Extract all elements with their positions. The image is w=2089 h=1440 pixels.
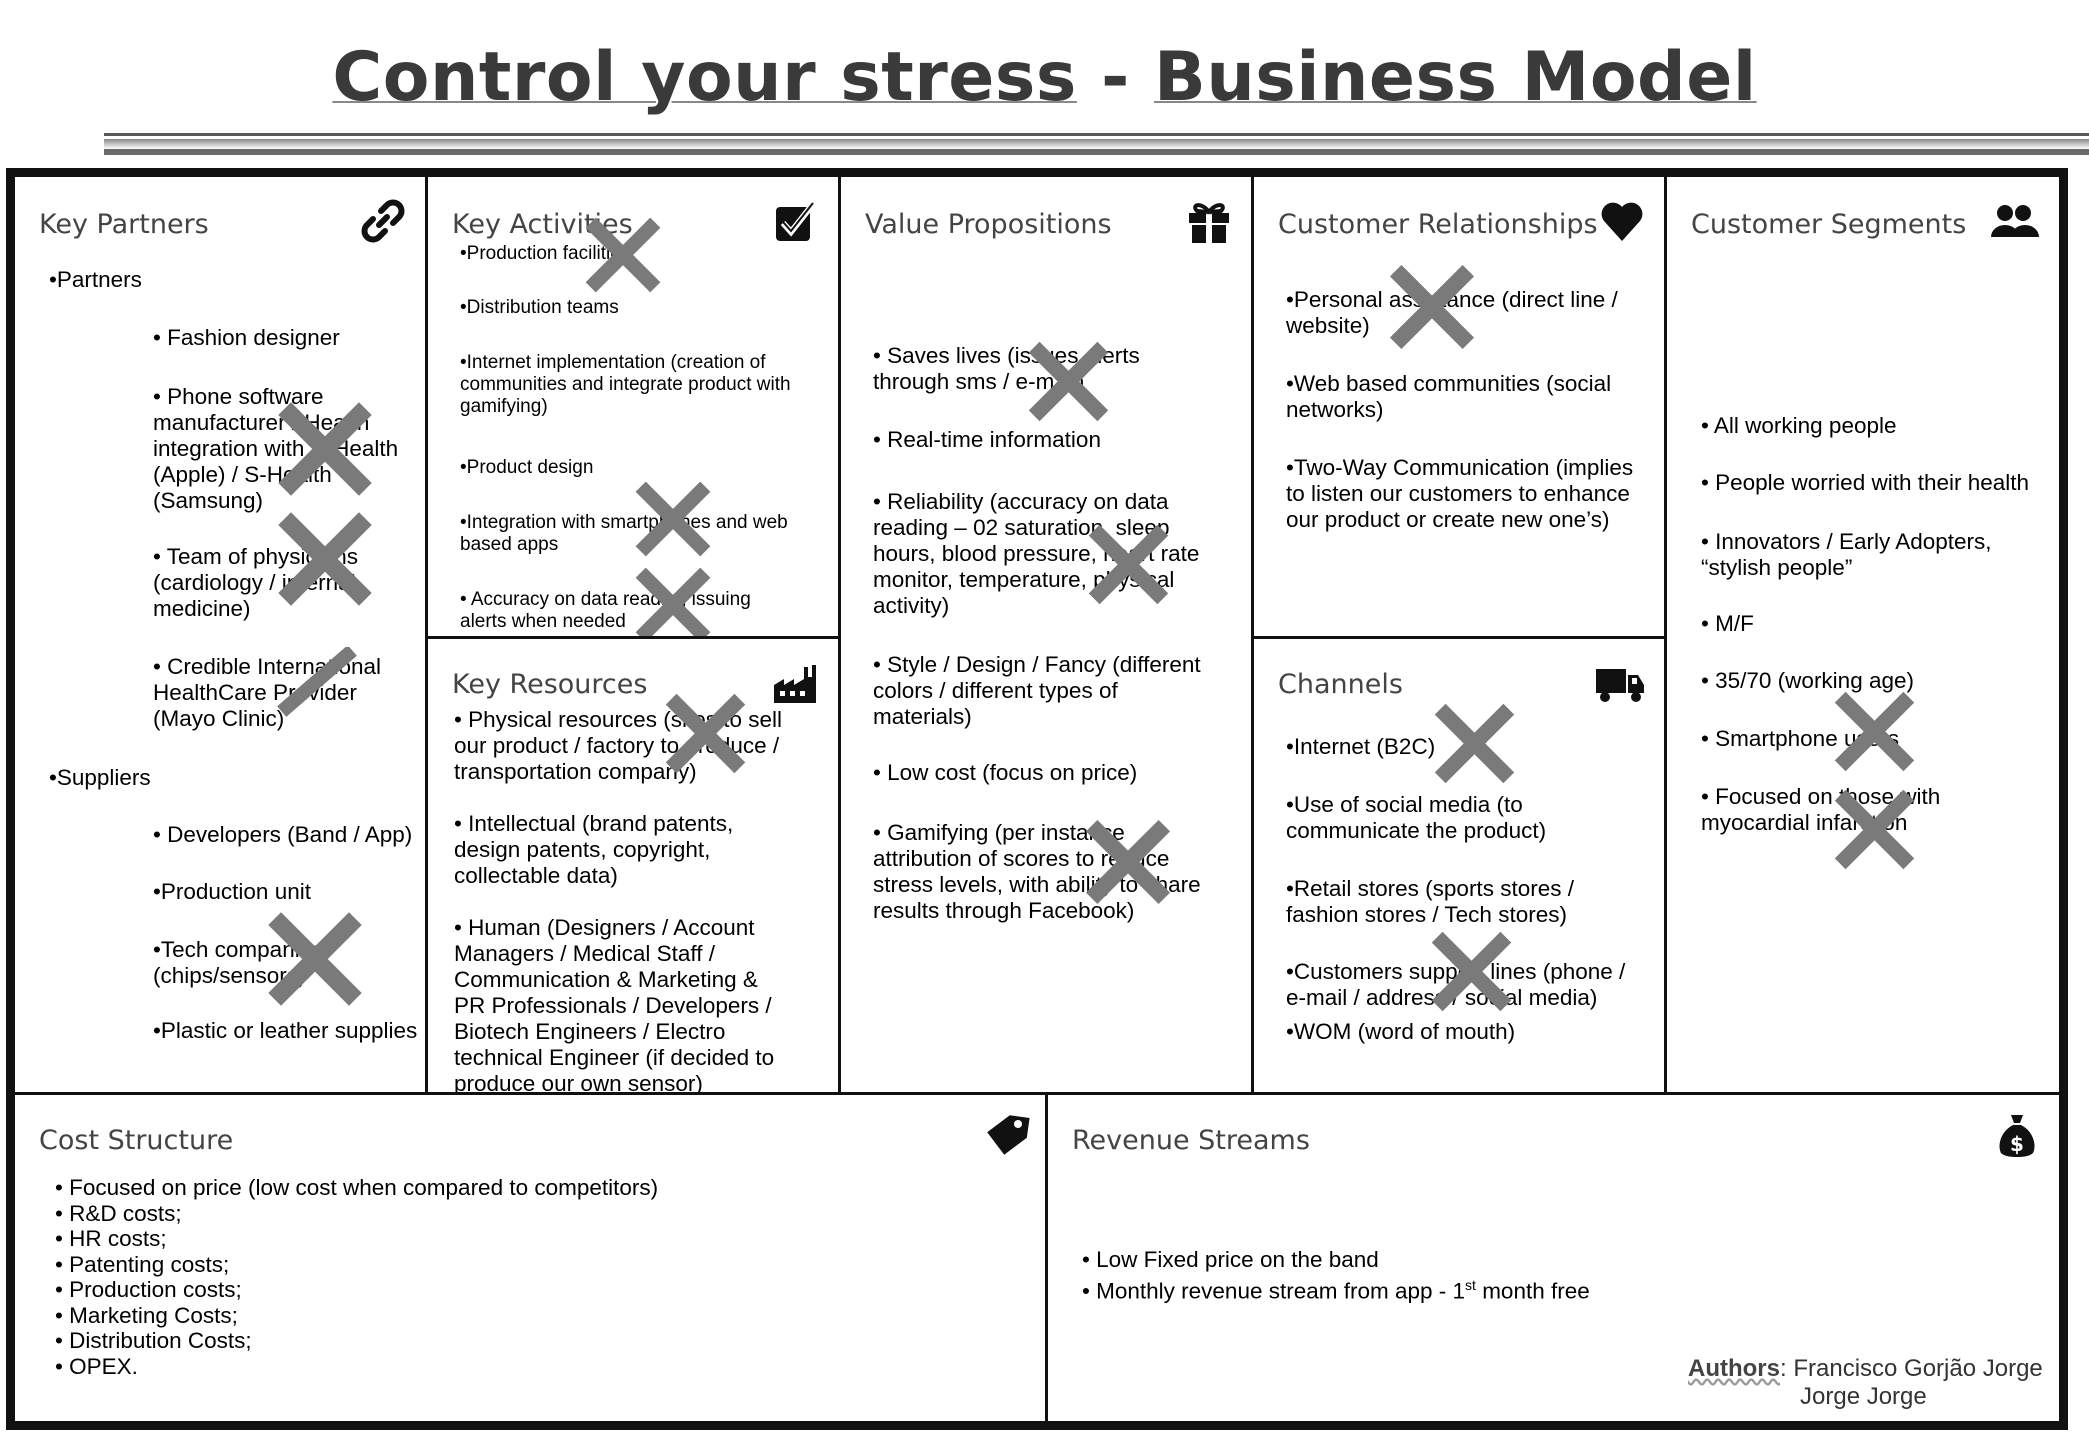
channel-item: •WOM (word of mouth) xyxy=(1286,1019,1516,1044)
cost-item: • Focused on price (low cost when compar… xyxy=(55,1175,659,1200)
cost-structure-block: Cost Structure • Focused on price (low c… xyxy=(12,1092,1048,1424)
relationship-item: •Web based communities (social networks) xyxy=(1286,371,1612,422)
value-propositions-block: Value Propositions • Saves lives (issues… xyxy=(838,174,1254,1095)
check-mark-icon xyxy=(277,647,357,717)
x-mark-icon xyxy=(663,691,748,776)
authors: Authors: Francisco Gorjão Jorge Jorge Jo… xyxy=(1688,1355,2043,1411)
segment-item: • Innovators / Early Adopters, “stylish … xyxy=(1701,529,1992,580)
cost-item: • Distribution Costs; xyxy=(55,1328,252,1353)
x-mark-icon xyxy=(1083,817,1173,907)
cost-item: • HR costs; xyxy=(55,1226,167,1251)
cost-item: • Patenting costs; xyxy=(55,1251,230,1277)
value-item: • Style / Design / Fancy (different colo… xyxy=(873,652,1201,729)
x-mark-icon xyxy=(633,479,713,559)
x-mark-icon xyxy=(1832,689,1917,774)
activity-item: • Accuracy on data reading issuing alert… xyxy=(460,589,751,632)
page-title: Control your stress - Business Model xyxy=(0,38,2089,117)
channel-item: •Use of social media (to communicate the… xyxy=(1286,792,1547,843)
channel-item: •Retail stores (sports stores / fashion … xyxy=(1286,876,1574,927)
money-bag-icon: $ xyxy=(1999,1115,2035,1157)
heart-icon xyxy=(1601,202,1643,241)
resource-item: • Intellectual (brand patents, design pa… xyxy=(454,811,734,888)
customer-relationships-block: Customer Relationships •Personal assista… xyxy=(1251,174,1667,639)
revenue-item: • Monthly revenue stream from app - 1st … xyxy=(1082,1273,1782,1304)
customer-segments-heading: Customer Segments xyxy=(1691,209,1967,240)
revenue-list: • Low Fixed price on the band • Monthly … xyxy=(1082,1247,1782,1304)
segment-item: • 35/70 (working age) xyxy=(1701,668,1914,693)
x-mark-icon xyxy=(583,215,663,295)
link-icon xyxy=(361,199,405,243)
x-mark-icon xyxy=(1832,787,1917,872)
x-mark-icon xyxy=(1432,701,1517,786)
value-propositions-heading: Value Propositions xyxy=(865,209,1112,240)
authors-separator: : xyxy=(1780,1355,1787,1382)
value-item: • Real-time information xyxy=(873,427,1101,452)
factory-icon xyxy=(774,665,816,703)
channels-heading: Channels xyxy=(1278,669,1403,700)
activity-item: •Production facilities xyxy=(460,243,631,264)
key-resources-heading: Key Resources xyxy=(452,669,648,700)
activity-item: •Integration with smartphones and web ba… xyxy=(460,512,788,555)
revenue-item-text-end: month free xyxy=(1475,1278,1590,1303)
cost-list: • Focused on price (low cost when compar… xyxy=(55,1175,955,1379)
supplier-item: • Developers (Band / App) xyxy=(153,822,413,847)
supplier-item: •Production unit xyxy=(153,879,311,904)
cost-item: • Production costs; xyxy=(55,1277,242,1302)
partner-item: • Fashion designer xyxy=(153,325,340,350)
gift-icon xyxy=(1189,203,1229,243)
key-resources-block: Key Resources • Physical resources (site… xyxy=(425,636,841,1096)
checkbox-icon xyxy=(776,202,816,241)
x-mark-icon xyxy=(1429,929,1514,1014)
segment-item: • All working people xyxy=(1701,413,1897,438)
svg-text:$: $ xyxy=(2010,1132,2024,1156)
cost-item: • Marketing Costs; xyxy=(55,1302,238,1328)
cost-item: • R&D costs; xyxy=(55,1200,182,1226)
x-mark-icon xyxy=(265,909,365,1009)
value-item: • Low cost (focus on price) xyxy=(873,760,1138,785)
business-model-canvas: Key Partners •Partners • Fashion designe… xyxy=(6,168,2068,1430)
revenue-streams-block: Revenue Streams $ • Low Fixed price on t… xyxy=(1045,1092,2062,1424)
partners-label: •Partners xyxy=(49,267,142,292)
users-icon xyxy=(1991,205,2039,237)
title-part1: Control your stress xyxy=(332,38,1077,117)
resource-item: • Human (Designers / Account Managers / … xyxy=(454,915,775,1096)
header-divider xyxy=(104,133,2089,155)
activity-item: •Product design xyxy=(460,457,594,478)
segment-item: • M/F xyxy=(1701,611,1754,636)
revenue-item-superscript: st xyxy=(1465,1276,1476,1293)
channel-item: •Internet (B2C) xyxy=(1286,734,1436,759)
x-mark-icon xyxy=(1086,522,1171,607)
x-mark-icon xyxy=(1026,339,1111,424)
key-activities-block: Key Activities •Production facilities •D… xyxy=(425,174,841,639)
title-part2: Business Model xyxy=(1153,38,1757,117)
customer-relationships-heading: Customer Relationships xyxy=(1278,209,1598,240)
segment-item: • People worried with their health xyxy=(1701,470,2030,495)
suppliers-label: •Suppliers xyxy=(49,765,151,790)
tag-icon xyxy=(987,1115,1030,1155)
supplier-item: •Plastic or leather supplies xyxy=(153,1018,418,1043)
x-mark-icon xyxy=(275,509,375,609)
activity-item: •Distribution teams xyxy=(460,297,619,318)
author-name: Jorge Jorge xyxy=(1800,1383,1927,1410)
key-partners-heading: Key Partners xyxy=(39,209,209,240)
cost-item: • OPEX. xyxy=(55,1353,138,1379)
x-mark-icon xyxy=(275,399,375,499)
authors-label: Authors xyxy=(1688,1355,1780,1382)
author-name: Francisco Gorjão Jorge xyxy=(1793,1355,2043,1382)
x-mark-icon xyxy=(1387,262,1477,352)
revenue-item: • Low Fixed price on the band xyxy=(1082,1247,1379,1272)
revenue-item-text: • Monthly revenue stream from app - 1 xyxy=(1082,1278,1466,1303)
resource-item: • Physical resources (sites to sell our … xyxy=(454,707,782,784)
channels-block: Channels •Internet (B2C) •Use of social … xyxy=(1251,636,1667,1095)
key-partners-block: Key Partners •Partners • Fashion designe… xyxy=(12,174,428,1095)
revenue-streams-heading: Revenue Streams xyxy=(1072,1125,1310,1156)
cost-structure-heading: Cost Structure xyxy=(39,1125,234,1156)
activity-item: •Internet implementation (creation of co… xyxy=(460,352,791,417)
relationship-item: •Two-Way Communication (implies to liste… xyxy=(1286,455,1634,532)
truck-icon xyxy=(1596,669,1644,702)
title-separator: - xyxy=(1101,38,1130,117)
x-mark-icon xyxy=(633,565,713,645)
customer-segments-block: Customer Segments • All working people •… xyxy=(1664,174,2062,1095)
